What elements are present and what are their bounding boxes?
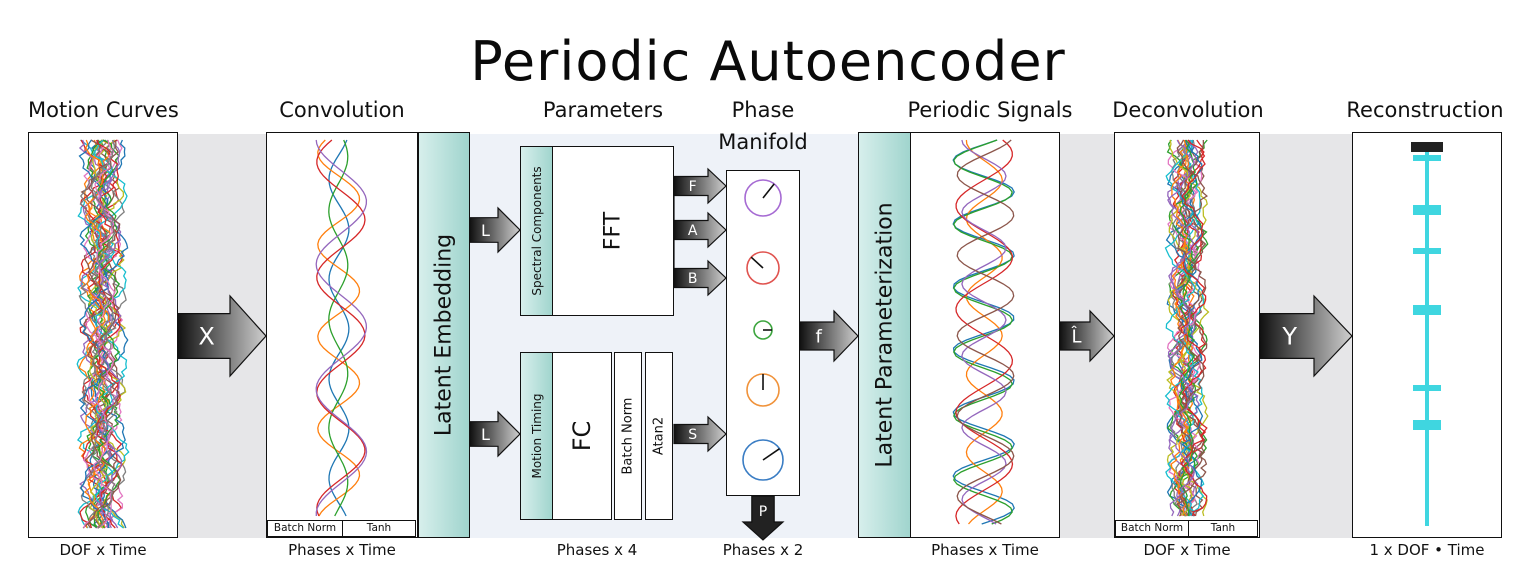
arrow-l-bottom-label: L — [481, 425, 490, 444]
latent-parameterization-block: Latent Parameterization — [858, 132, 912, 538]
arrow-l-top-label: L — [481, 221, 490, 240]
heading-reconstruction: Reconstruction — [1346, 98, 1504, 122]
arrow-p — [741, 495, 785, 541]
deconv-curve-line — [1166, 139, 1200, 517]
arrow-f-label: F — [689, 179, 697, 195]
deconv-curve-line — [1180, 139, 1208, 517]
arrows: X L L F A B Sf L̂ Y P — [177, 167, 1353, 541]
periodic-curve-line — [965, 139, 1003, 525]
motion-curve-line — [96, 139, 127, 529]
periodic-signals-plot — [952, 139, 1015, 525]
arrow-b — [673, 259, 727, 297]
footer-reconstruction: 1 x DOF • Time — [1369, 541, 1485, 559]
phase-dials — [742, 179, 784, 481]
deconv-curve-line — [1179, 139, 1196, 517]
footer-parameters: Phases x 4 — [556, 541, 638, 559]
heading-parameters: Parameters — [542, 98, 664, 122]
periodic-curve-line — [961, 139, 1007, 525]
latent-embedding-block: Latent Embedding — [418, 132, 470, 538]
arrow-y — [1259, 294, 1353, 378]
skeleton-limb — [1413, 205, 1441, 215]
arrow-y-label: Y — [1281, 323, 1297, 351]
arrow-func — [799, 309, 859, 363]
conv-curve-line — [316, 139, 366, 517]
deconv-curve-line — [1166, 139, 1193, 517]
atan2-block: Atan2 — [645, 352, 673, 520]
motion-curve-line — [84, 139, 107, 529]
arrow-x-label: X — [198, 323, 214, 351]
skeleton-spine — [1425, 150, 1429, 526]
reconstruction-skeleton — [1411, 142, 1443, 526]
skeleton-head — [1411, 142, 1443, 152]
panel-convolution: Batch Norm Tanh — [266, 132, 418, 538]
arrow-p-label: P — [759, 504, 767, 520]
motion-curve-line — [90, 139, 118, 529]
skeleton-limb — [1413, 155, 1441, 161]
deconv-tanh-label: Tanh — [1188, 520, 1258, 537]
footer-convolution: Phases x Time — [288, 541, 396, 559]
conv-tanh-label: Tanh — [342, 520, 416, 537]
arrow-s-label: S — [688, 427, 697, 443]
skeleton-limb — [1413, 248, 1441, 254]
convolution-curves-plot — [315, 139, 368, 517]
batch-norm-block: Batch Norm — [614, 352, 642, 520]
arrow-l-top — [469, 206, 521, 254]
motion-curve-line — [93, 139, 130, 529]
arrow-l-hat-label: L̂ — [1071, 326, 1082, 347]
deconv-curve-line — [1176, 139, 1208, 517]
skeleton-limb — [1413, 385, 1441, 391]
motion-timing-block: Motion Timing — [520, 352, 554, 520]
footer-deconvolution: DOF x Time — [1143, 541, 1231, 559]
arrow-b-label: B — [688, 271, 698, 287]
conv-curve-line — [315, 139, 368, 516]
fft-block: FFT — [552, 146, 674, 316]
heading-motion-curves: Motion Curves — [28, 98, 179, 122]
conv-curve-line — [328, 139, 350, 517]
phase-manifold-panel — [726, 170, 800, 496]
heading-manifold: Manifold — [718, 130, 808, 154]
arrow-f — [673, 167, 727, 205]
deconvolution-curves-plot — [1164, 139, 1210, 517]
conv-curve-line — [328, 139, 349, 517]
fc-block: FC — [552, 352, 612, 520]
motion-curves-plot — [76, 139, 130, 529]
footer-motion-curves: DOF x Time — [59, 541, 147, 559]
arrow-x — [177, 294, 267, 378]
page-title: Periodic Autoencoder — [470, 30, 1066, 93]
footer-phase-manifold: Phases x 2 — [722, 541, 804, 559]
phase-dial-hand — [762, 448, 780, 461]
heading-periodic-signals: Periodic Signals — [907, 98, 1073, 122]
arrow-a — [673, 211, 727, 249]
conv-curve-line — [317, 139, 361, 517]
heading-deconvolution: Deconvolution — [1112, 98, 1264, 122]
periodic-curve-line — [956, 139, 1015, 525]
arrow-a-label: A — [688, 223, 698, 239]
phase-dial — [744, 179, 782, 217]
conv-batch-norm-label: Batch Norm — [267, 520, 343, 537]
periodic-curve-line — [953, 139, 1014, 525]
skeleton-limb — [1413, 420, 1441, 430]
arrow-func-label: f — [816, 326, 823, 347]
phase-dial-hand — [750, 256, 764, 269]
heading-convolution: Convolution — [279, 98, 405, 122]
phase-dial — [742, 439, 784, 481]
footer-periodic-signals: Phases x Time — [931, 541, 1039, 559]
deconv-curve-line — [1167, 139, 1195, 517]
arrow-l-bottom — [469, 410, 521, 458]
arrow-l-hat — [1059, 309, 1115, 363]
arrow-s — [673, 415, 727, 453]
deconv-batch-norm-label: Batch Norm — [1115, 520, 1189, 537]
deconv-curve-line — [1170, 139, 1191, 517]
phase-dial — [746, 251, 780, 285]
heading-phase: Phase — [731, 98, 795, 122]
phase-dial-hand — [762, 183, 775, 199]
skeleton-limb — [1413, 305, 1441, 315]
